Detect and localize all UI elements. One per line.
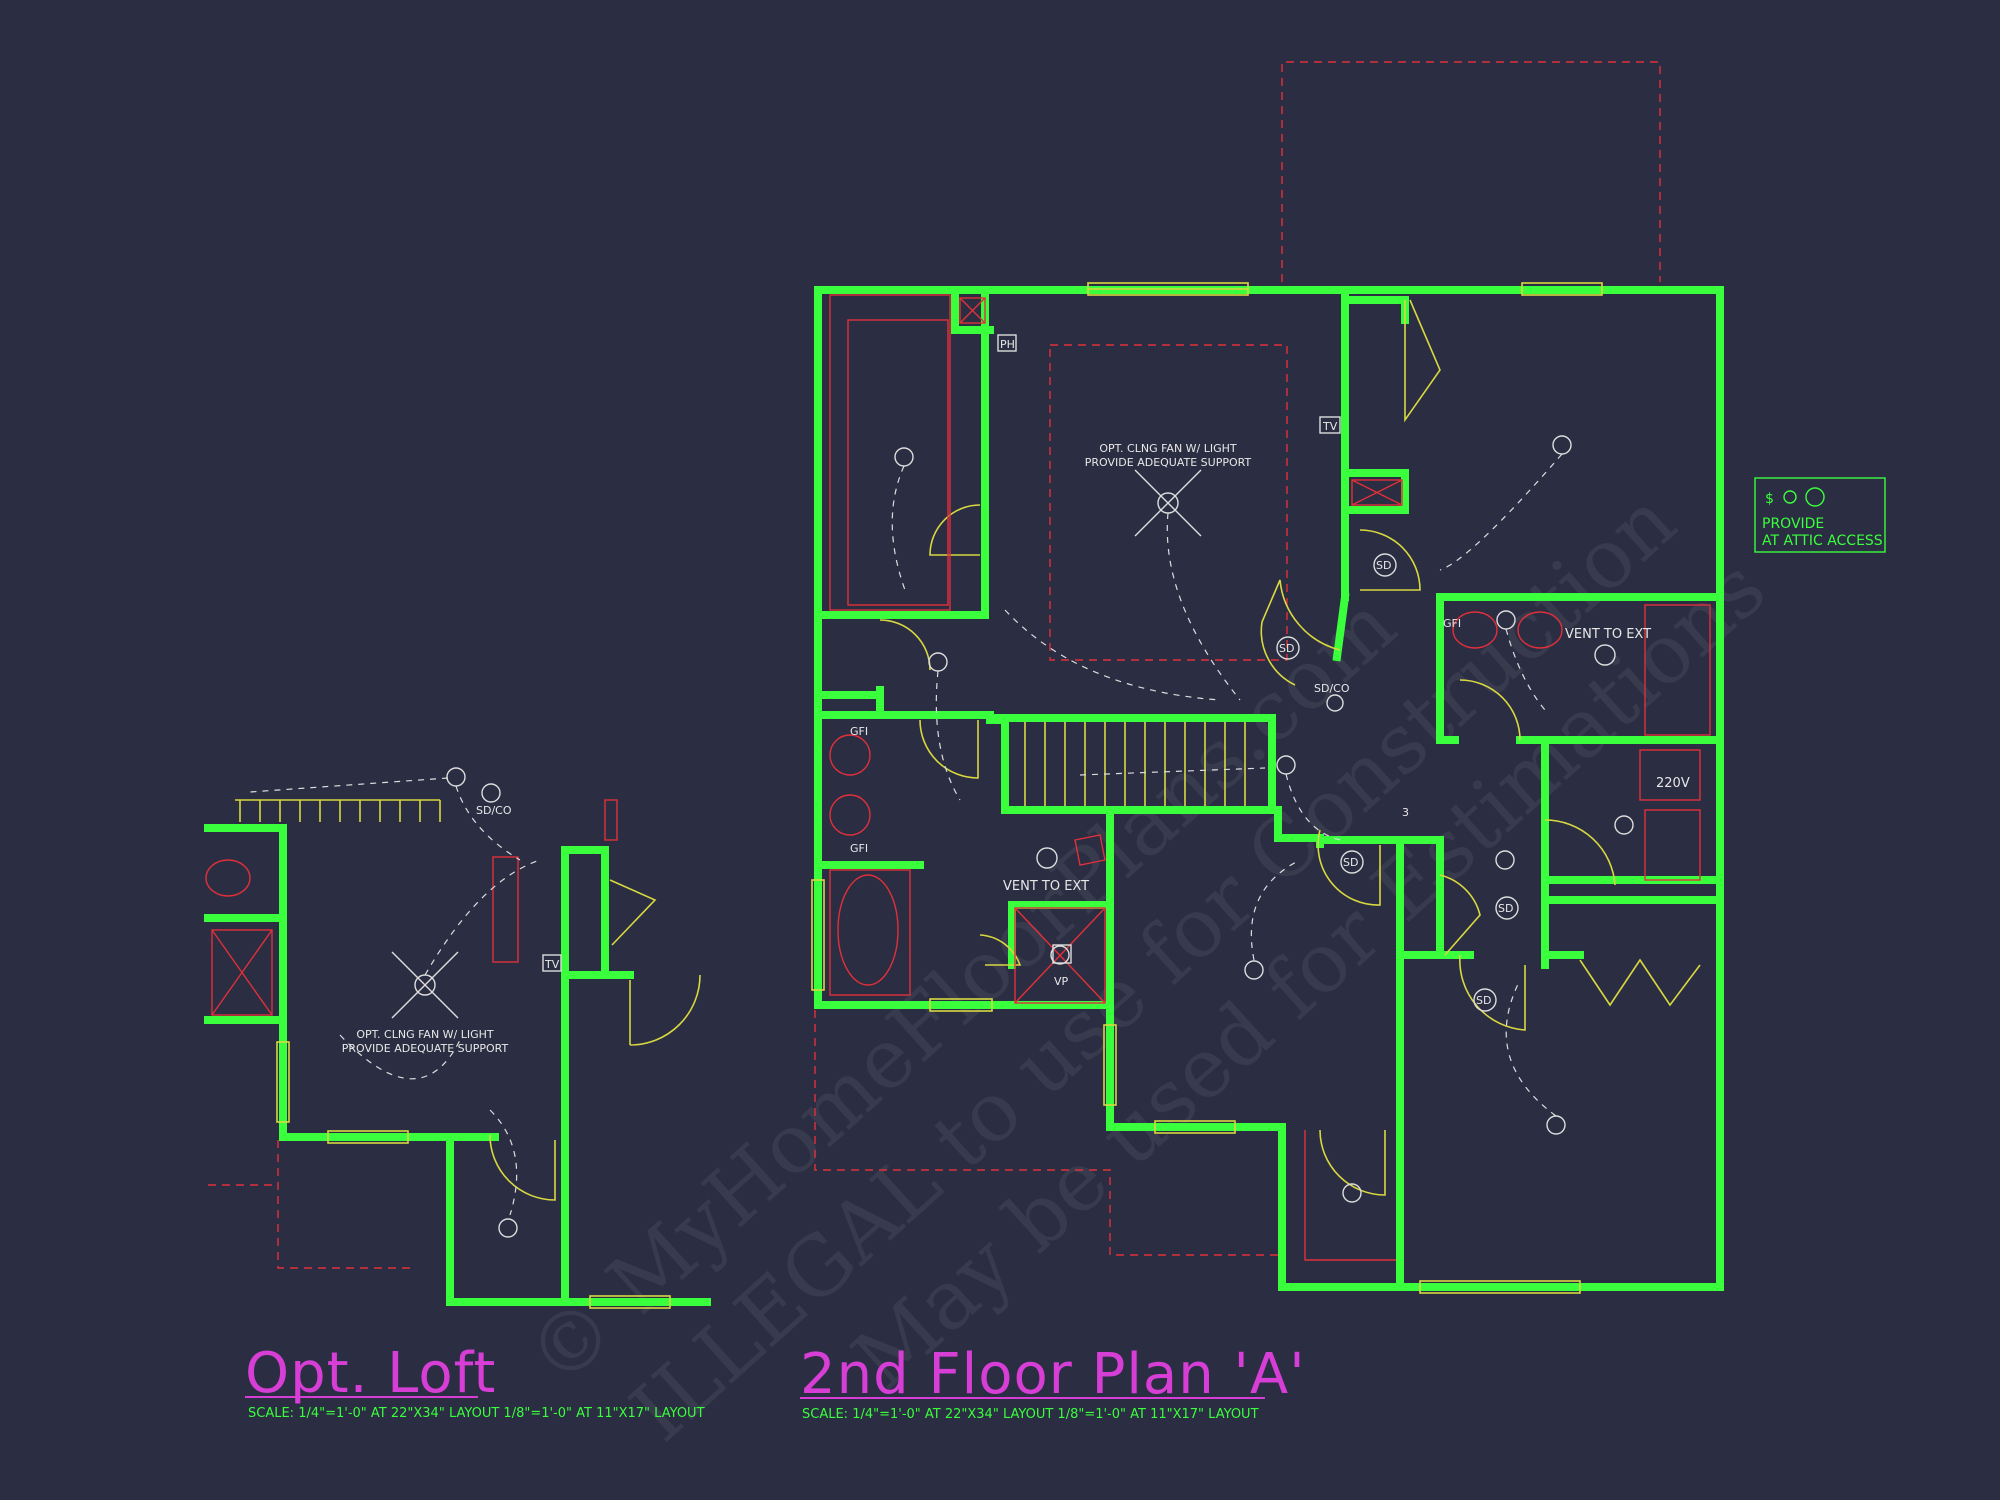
loft-railing (235, 799, 441, 822)
fan-note-line-2: PROVIDE ADEQUATE SUPPORT (1085, 456, 1252, 469)
ceiling-fan-icon (1134, 469, 1202, 537)
loft-fan-note-line-1: OPT. CLNG FAN W/ LIGHT (356, 1028, 494, 1041)
plan-labels: OPT. CLNG FAN W/ LIGHT PROVIDE ADEQUATE … (850, 334, 1690, 1007)
loft-labels: SD/CO TV OPT. CLNG FAN W/ LIGHT PROVIDE … (342, 804, 562, 1055)
attic-access-legend: $ PROVIDE AT ATTIC ACCESS (1754, 477, 1886, 553)
label-sd-co: SD/CO (1314, 682, 1350, 695)
legend-outlet-icon (1783, 490, 1797, 504)
second-floor-scale: SCALE: 1/4"=1'-0" AT 22"X34" LAYOUT 1/8"… (802, 1407, 1259, 1422)
label-vp: VP (1054, 975, 1069, 988)
fixtures (829, 294, 1711, 1004)
loft-scale: SCALE: 1/4"=1'-0" AT 22"X34" LAYOUT 1/8"… (248, 1406, 705, 1421)
label-gfi-3: GFI (1443, 617, 1461, 630)
loft-doors (489, 879, 701, 1201)
walls (814, 286, 1724, 1291)
loft-title: Opt. Loft (245, 1341, 496, 1406)
label-tv: TV (1322, 420, 1338, 433)
label-sd-4: SD (1498, 902, 1513, 915)
loft-fan-note-line-2: PROVIDE ADEQUATE SUPPORT (342, 1042, 509, 1055)
smoke-detector-icons (1276, 553, 1519, 1012)
legend-switch-icon: $ (1765, 491, 1774, 507)
label-sd-2: SD (1279, 642, 1294, 655)
label-vent-to-ext-2: VENT TO EXT (1565, 627, 1651, 642)
stairs (1024, 722, 1266, 806)
vent-fan-icons (1036, 644, 1616, 964)
label-sd-3: SD (1343, 856, 1358, 869)
loft-walls (204, 824, 711, 1306)
doors (879, 299, 1701, 1196)
windows (811, 282, 1603, 1294)
loft-plan: SD/CO TV OPT. CLNG FAN W/ LIGHT PROVIDE … (204, 767, 711, 1421)
label-sd-5: SD (1476, 994, 1491, 1007)
second-floor-plan: OPT. CLNG FAN W/ LIGHT PROVIDE ADEQUATE … (800, 61, 1724, 1422)
watermark-line-2: ILLEGAL to use for Construction (613, 474, 1694, 1460)
fan-note-line-1: OPT. CLNG FAN W/ LIGHT (1099, 442, 1237, 455)
loft-label-tv: TV (544, 958, 560, 971)
watermark: © MyHomeFloorPlans.com ILLEGAL to use fo… (510, 474, 1784, 1460)
second-floor-title: 2nd Floor Plan 'A' (800, 1342, 1306, 1407)
legend-line-1: PROVIDE (1762, 516, 1824, 532)
legend-line-2: AT ATTIC ACCESS (1762, 533, 1883, 549)
label-vent-to-ext-1: VENT TO EXT (1003, 879, 1089, 894)
label-220v: 220V (1656, 776, 1690, 791)
label-3way: 3 (1402, 806, 1409, 819)
label-gfi-1: GFI (850, 725, 868, 738)
loft-windows (276, 1041, 671, 1309)
label-sd-1: SD (1376, 559, 1391, 572)
legend-light-icon (1805, 487, 1825, 507)
label-gfi-2: GFI (850, 842, 868, 855)
loft-label-sd-co: SD/CO (476, 804, 512, 817)
loft-fan-icon (391, 951, 459, 1019)
label-ph: PH (1000, 338, 1015, 351)
loft-lights (249, 767, 541, 1238)
wiring-lines (891, 453, 1563, 1117)
loft-hidden-lines (205, 799, 618, 1269)
